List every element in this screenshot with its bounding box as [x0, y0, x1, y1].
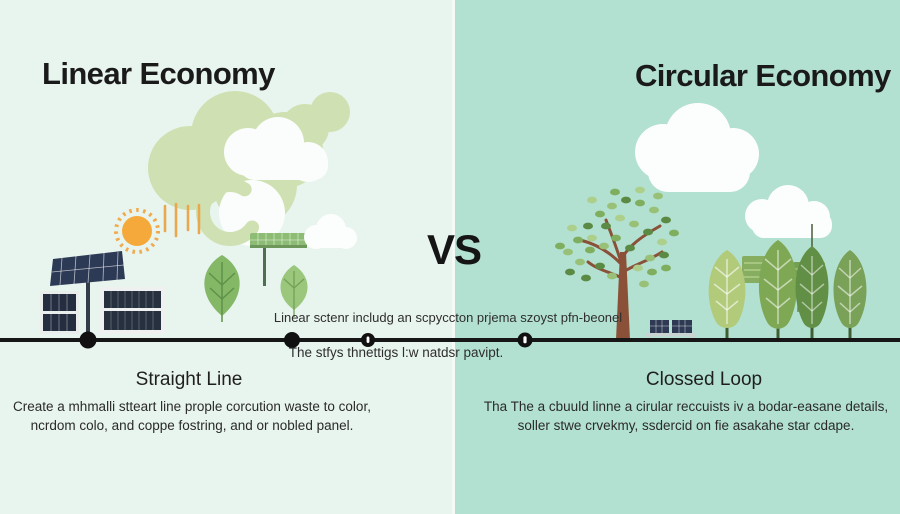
vs-label: VS — [426, 226, 482, 273]
left-description-line-2: ncrdom colo, and coppe fostring, and or … — [30, 418, 354, 433]
right-description-line-2: soller stwe crvekmy, ssdercid on fie asa… — [517, 418, 855, 433]
timeline-caption-bottom: The stfys thnettigs l:w natdsr pavipt. — [288, 345, 504, 360]
right-description-line-1: Tha The a cbuuld linne a cirular reccuis… — [483, 399, 889, 414]
left-panel-title: Linear Economy — [42, 56, 275, 91]
right-section-heading: Clossed Loop — [645, 369, 763, 390]
right-panel-title: Circular Economy — [635, 58, 891, 93]
left-description-line-1: Create a mhmalli stteart line prople cor… — [13, 399, 371, 414]
panel-divider — [452, 0, 455, 514]
left-section-heading: Straight Line — [135, 369, 243, 390]
timeline-caption-top: Linear sctenr includg an scpyccton prjem… — [273, 310, 623, 325]
left-section-description: Create a mhmalli stteart line prople cor… — [0, 397, 402, 435]
right-section-description: Tha The a cbuuld linne a cirular reccuis… — [466, 397, 900, 435]
